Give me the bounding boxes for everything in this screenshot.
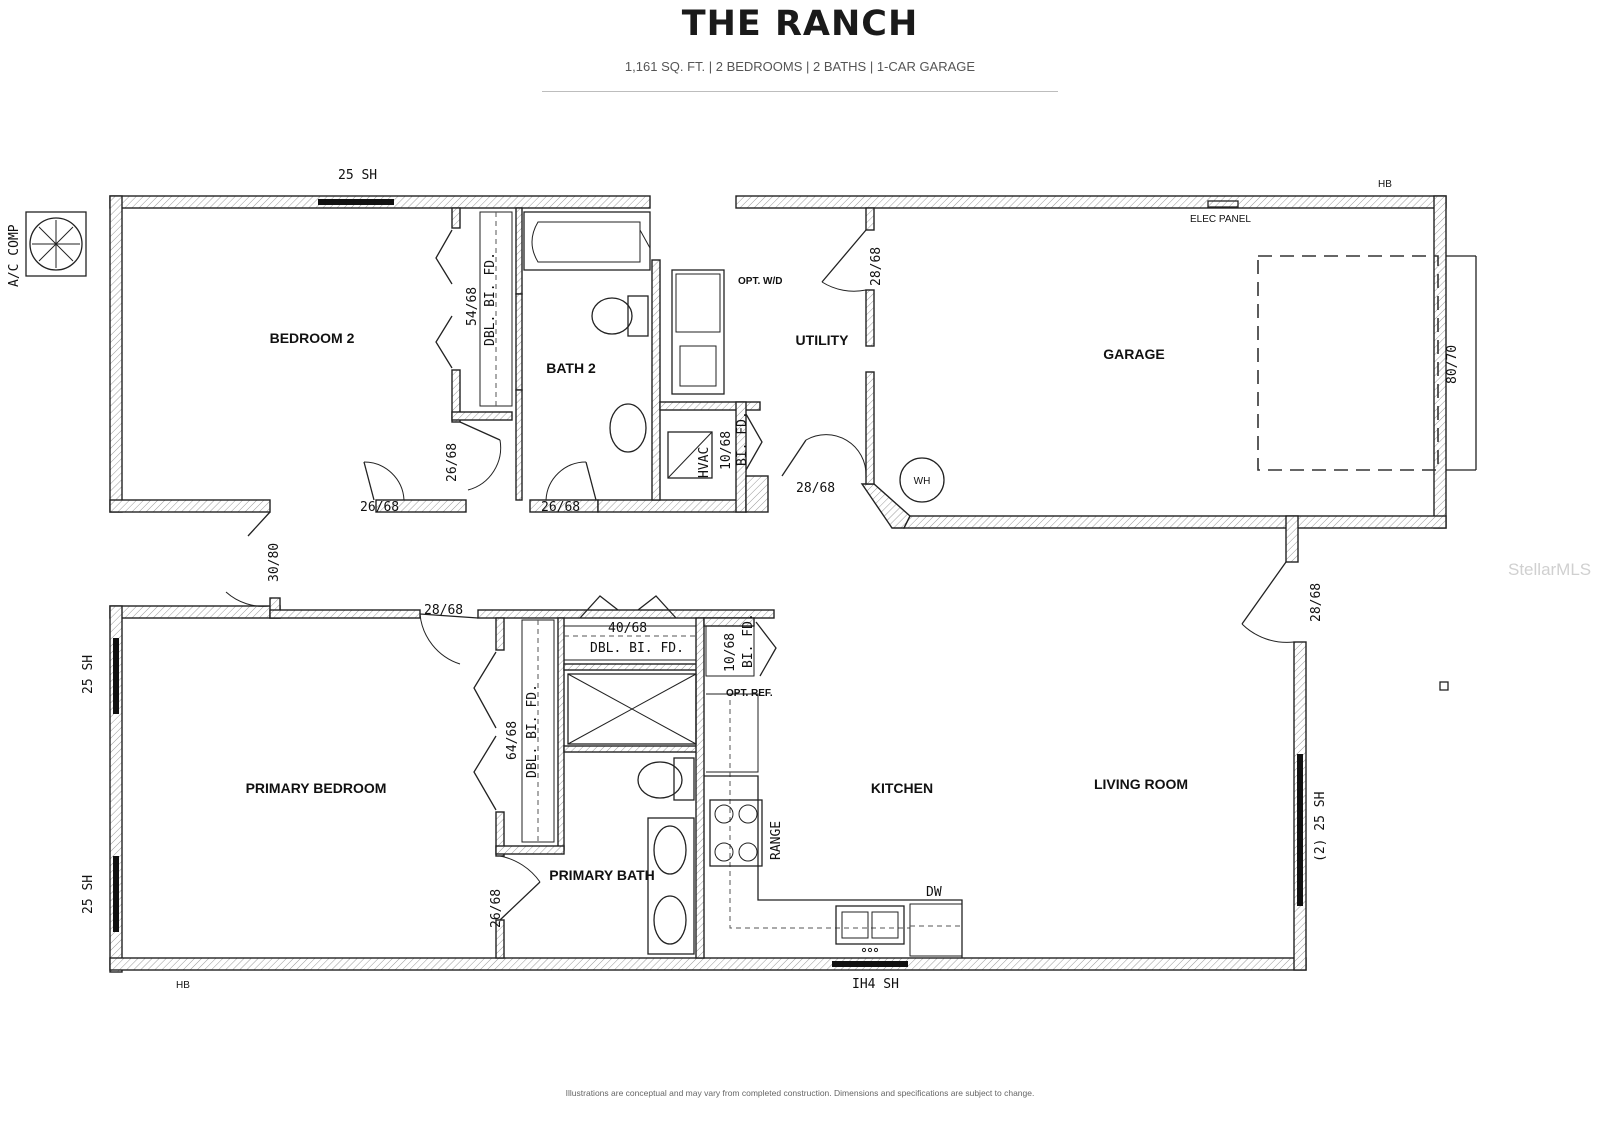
opt-wd-label: OPT. W/D	[738, 276, 782, 287]
door-bedroom-2-closet	[459, 421, 502, 491]
north-wing-interior	[451, 207, 875, 513]
ac-compressor-icon	[25, 211, 87, 277]
room-primary-bath: PRIMARY BATH	[549, 867, 655, 883]
closet-pantry-size-label: 10/68	[723, 633, 738, 672]
door-utility-top-label: 28/68	[869, 247, 884, 286]
toilet-primary-icon	[637, 757, 695, 801]
closet-hall-size-label: 40/68	[608, 621, 647, 636]
hb-top-label: HB	[1378, 179, 1392, 190]
closet-b2-size-label: 54/68	[465, 287, 480, 326]
door-primary-bedroom	[419, 613, 479, 665]
closet-primary	[473, 619, 555, 843]
dishwasher-icon	[909, 903, 963, 957]
door-bedroom-2	[363, 461, 405, 501]
window-living	[1297, 754, 1303, 906]
hvac-label: HVAC	[697, 447, 712, 478]
window-kitchen-label: IH4 SH	[852, 977, 899, 992]
water-heater-icon	[899, 457, 945, 503]
closet-hvac-size-label: 10/68	[719, 431, 734, 470]
window-primary-1-label: 25 SH	[81, 655, 96, 694]
window-bedroom-2	[318, 199, 394, 205]
range-icon	[709, 799, 763, 867]
closet-pantry	[705, 621, 777, 677]
door-entry-label: 30/80	[267, 543, 282, 582]
door-utility-top	[821, 229, 867, 292]
closet-hvac	[745, 413, 763, 471]
room-utility: UTILITY	[796, 332, 850, 348]
disclaimer: Illustrations are conceptual and may var…	[565, 1088, 1035, 1098]
window-living-label: (2) 25 SH	[1313, 792, 1328, 862]
closet-primary-size-label: 64/68	[505, 721, 520, 760]
room-living-room: LIVING ROOM	[1094, 776, 1188, 792]
door-primary-bath-label: 26/68	[489, 889, 504, 928]
wh-label: WH	[914, 476, 931, 487]
closet-hvac-type-label: BI. FD.	[735, 411, 750, 466]
plan-title: THE RANCH	[681, 4, 919, 44]
door-garage-entry-label: 28/68	[1309, 583, 1324, 622]
door-garage-entry	[1241, 561, 1295, 643]
vanity-primary-icon	[647, 817, 695, 955]
room-bedroom-2: BEDROOM 2	[270, 330, 355, 346]
hvac-icon	[667, 431, 713, 479]
bathtub-icon	[523, 211, 651, 271]
closet-bedroom-2	[435, 211, 513, 407]
plan-subtitle: 1,161 SQ. FT. | 2 BEDROOMS | 2 BATHS | 1…	[624, 59, 976, 74]
door-utility	[781, 434, 867, 477]
door-bath-2	[545, 461, 597, 501]
door-utility-label: 28/68	[796, 481, 835, 496]
south-wing-interior	[495, 617, 755, 959]
door-bath-2-label: 26/68	[541, 500, 580, 515]
window-primary-1	[113, 638, 119, 714]
door-b2-label: 26/68	[360, 500, 399, 515]
north-wing-walls	[109, 195, 1447, 563]
closet-b2-type-label: DBL. BI. FD.	[483, 252, 498, 346]
ac-comp-label: A/C COMP	[7, 224, 22, 287]
sink-bath-2-icon	[609, 403, 647, 453]
range-label: RANGE	[769, 821, 784, 860]
watermark: StellarMLS	[1508, 560, 1592, 579]
closet-hall	[563, 595, 697, 661]
elec-panel-label: ELEC PANEL	[1190, 214, 1251, 225]
dw-label: DW	[926, 885, 942, 900]
door-b2-closet-label: 26/68	[445, 443, 460, 482]
door-primary-label: 28/68	[424, 603, 463, 618]
room-kitchen: KITCHEN	[871, 780, 933, 796]
closet-primary-type-label: DBL. BI. FD.	[525, 684, 540, 778]
title-divider	[542, 91, 1058, 92]
washer-dryer-icon	[671, 269, 725, 395]
door-primary-bath	[499, 855, 541, 921]
closet-pantry-type-label: BI. FD.	[741, 613, 756, 668]
elec-panel-box	[1207, 200, 1239, 208]
room-primary-bedroom: PRIMARY BEDROOM	[246, 780, 387, 796]
door-entry	[225, 511, 271, 607]
kitchen-cabinets	[704, 693, 963, 958]
kitchen-sink-icon	[835, 905, 905, 953]
toilet-bath-2-icon	[591, 295, 649, 337]
window-top-label: 25 SH	[338, 168, 377, 183]
fixture-marker	[1439, 681, 1449, 691]
window-kitchen	[832, 961, 908, 967]
window-primary-2	[113, 856, 119, 932]
room-garage: GARAGE	[1103, 346, 1164, 362]
garage-door	[1257, 255, 1477, 471]
window-primary-2-label: 25 SH	[81, 875, 96, 914]
closet-hall-type-label: DBL. BI. FD.	[590, 641, 684, 656]
shower-icon	[567, 673, 697, 745]
room-bath-2: BATH 2	[546, 360, 596, 376]
opt-ref-label: OPT. REF.	[726, 688, 773, 699]
garage-door-label: 80/70	[1445, 345, 1460, 384]
hb-bottom-label: HB	[176, 980, 190, 991]
